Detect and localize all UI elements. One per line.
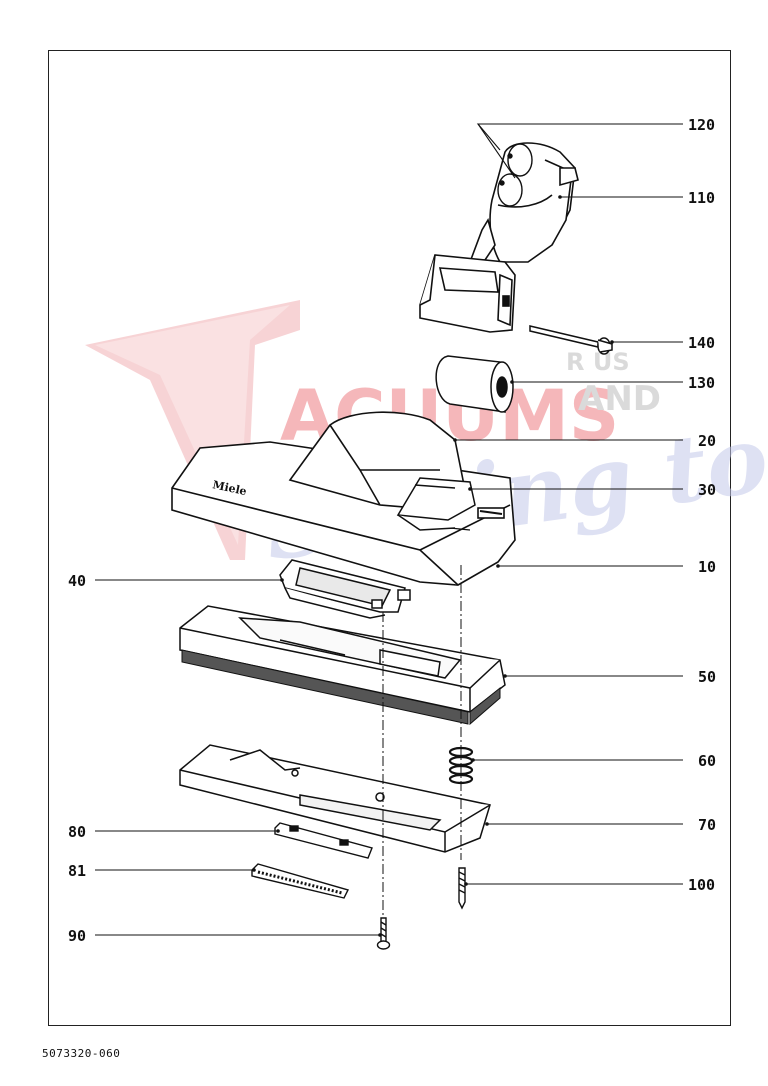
callout-100: 100 bbox=[688, 876, 715, 894]
part-81-comb bbox=[251, 863, 350, 899]
part-30-button bbox=[396, 477, 476, 531]
callout-70: 70 bbox=[698, 816, 716, 834]
part-100-screw bbox=[458, 867, 466, 910]
assembly-axis-lines bbox=[382, 565, 462, 915]
part-140-axle bbox=[529, 325, 613, 355]
document-number: 5073320-060 bbox=[42, 1047, 121, 1060]
part-50-soleplate bbox=[179, 605, 506, 713]
part-70-lowerplate bbox=[179, 744, 491, 853]
callout-110: 110 bbox=[688, 189, 715, 207]
callout-130: 130 bbox=[688, 374, 715, 392]
part-110-neck bbox=[419, 142, 579, 333]
part-50-bristles bbox=[181, 649, 501, 726]
callout-60: 60 bbox=[698, 752, 716, 770]
callout-81: 81 bbox=[68, 862, 86, 880]
drawing-frame bbox=[48, 50, 731, 1026]
callout-10: 10 bbox=[698, 558, 716, 576]
leader-dots bbox=[252, 195, 614, 937]
callout-80: 80 bbox=[68, 823, 86, 841]
callout-20: 20 bbox=[698, 432, 716, 450]
callout-40: 40 bbox=[68, 572, 86, 590]
callout-50: 50 bbox=[698, 668, 716, 686]
callout-140: 140 bbox=[688, 334, 715, 352]
part-120-caps bbox=[497, 143, 533, 207]
watermark-text-and: AND bbox=[578, 379, 661, 419]
leader-lines bbox=[95, 123, 683, 936]
watermark-text-rus: R US bbox=[566, 348, 630, 376]
part-80-strip bbox=[274, 822, 373, 859]
part-40-frame bbox=[279, 559, 411, 619]
callout-labels: 120 110 140 130 20 30 10 40 50 60 70 80 … bbox=[68, 116, 716, 945]
callout-120: 120 bbox=[688, 116, 715, 134]
callout-30: 30 bbox=[698, 481, 716, 499]
part-130-roller bbox=[435, 355, 514, 413]
callout-90: 90 bbox=[68, 927, 86, 945]
